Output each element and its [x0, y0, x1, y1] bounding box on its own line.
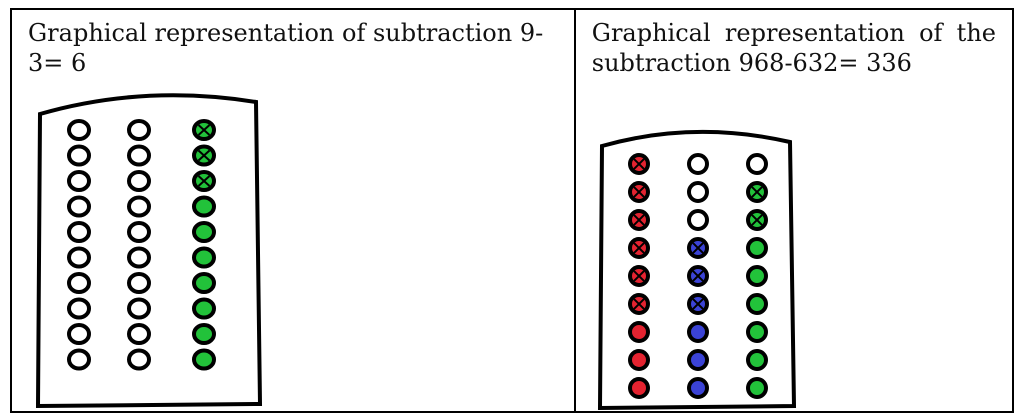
bead [127, 221, 151, 243]
crossed-bead [745, 181, 768, 203]
document-table: Graphical representation of subtraction … [10, 8, 1014, 413]
bead [67, 119, 91, 141]
left-cell: Graphical representation of subtraction … [10, 8, 576, 413]
bead [127, 195, 151, 218]
bead [67, 272, 91, 294]
bead [127, 348, 151, 371]
bead [192, 221, 216, 243]
bead [192, 323, 216, 345]
bead [192, 297, 216, 320]
bead [192, 195, 216, 218]
table-row: Graphical representation of subtraction … [10, 8, 1014, 413]
bead [67, 297, 91, 320]
bead [745, 377, 768, 399]
right-caption: Graphical representation of the subtract… [591, 19, 996, 77]
bead [67, 221, 91, 243]
bead [127, 170, 151, 192]
bead [127, 119, 151, 141]
bead [67, 170, 91, 192]
left-caption: Graphical representation of subtraction … [28, 19, 544, 77]
bead [745, 321, 768, 343]
bead [127, 246, 151, 269]
bead [745, 349, 768, 371]
bead [127, 323, 151, 345]
bead [686, 377, 709, 399]
bead [127, 272, 151, 294]
crossed-bead [686, 265, 709, 287]
crossed-bead [627, 153, 650, 175]
bead [127, 297, 151, 320]
bead [745, 153, 768, 175]
bead [745, 265, 768, 287]
bead [67, 348, 91, 371]
crossed-bead [745, 209, 768, 231]
crossed-bead [192, 144, 216, 167]
crossed-bead [627, 293, 650, 315]
bead [67, 323, 91, 345]
crossed-bead [686, 237, 709, 259]
left-abacus-figure [35, 93, 263, 409]
bead [67, 246, 91, 269]
bead [192, 246, 216, 269]
bead [686, 153, 709, 175]
crossed-bead [627, 237, 650, 259]
bead [192, 348, 216, 371]
bead [627, 321, 650, 343]
bead [627, 349, 650, 371]
bead [686, 181, 709, 203]
bead [745, 293, 768, 315]
crossed-bead [192, 119, 216, 141]
bead [127, 144, 151, 167]
crossed-bead [192, 170, 216, 192]
bead [67, 144, 91, 167]
right-cell: Graphical representation of the subtract… [573, 8, 1014, 413]
bead [686, 209, 709, 231]
bead [686, 349, 709, 371]
bead [67, 195, 91, 218]
crossed-bead [627, 265, 650, 287]
bead [192, 272, 216, 294]
bead [745, 237, 768, 259]
bead [627, 377, 650, 399]
crossed-bead [686, 293, 709, 315]
crossed-bead [627, 209, 650, 231]
right-abacus-figure [597, 129, 796, 411]
bead [686, 321, 709, 343]
crossed-bead [627, 181, 650, 203]
